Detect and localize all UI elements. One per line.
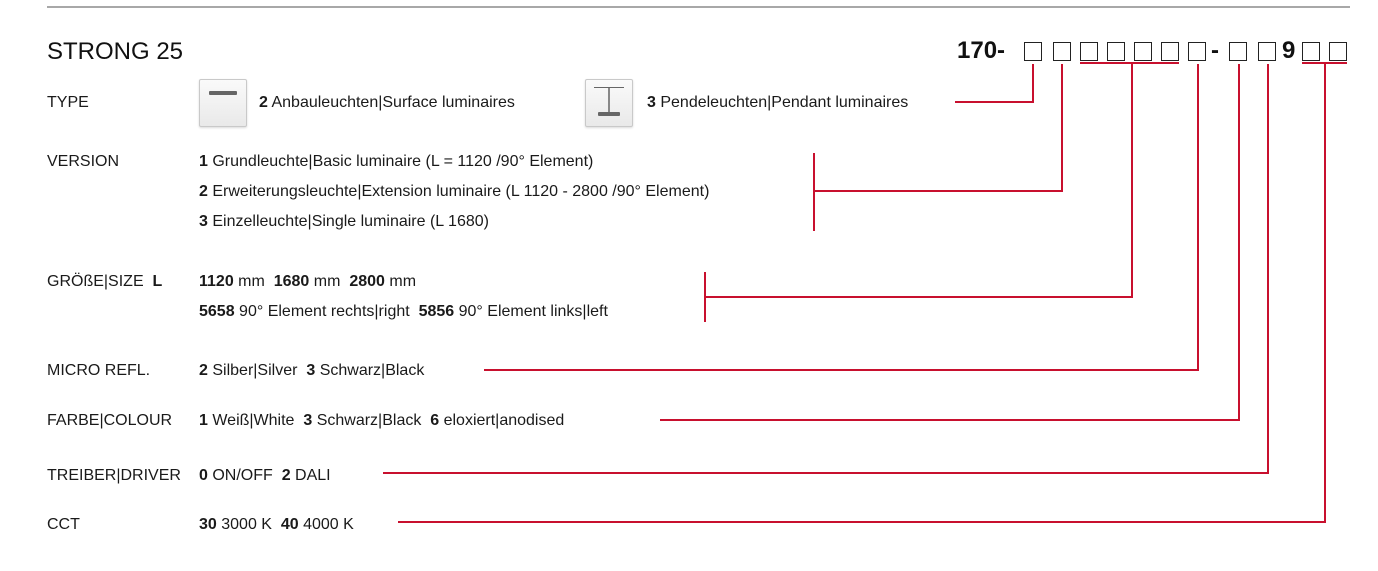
code-box-size-3 [1134,42,1152,61]
cct-connector-riser [1324,64,1326,523]
colour-connector-riser [1238,64,1240,421]
code-box-size-2 [1107,42,1125,61]
colour-options: 1 Weiß|White 3 Schwarz|Black 6 eloxiert|… [199,412,565,429]
type-label: TYPE [47,94,89,111]
pendant-luminaire-icon [585,79,633,127]
version-option-single: 3 Einzelleuchte|Single luminaire (L 1680… [199,213,489,230]
cct-label: CCT [47,516,80,533]
size-elements: 5658 90° Element rechts|right 5856 90° E… [199,303,608,320]
code-box-cct-2 [1329,42,1347,61]
driver-connector-riser [1267,64,1269,474]
size-underline [1080,62,1179,64]
size-lengths: 1120 mm 1680 mm 2800 mm [199,273,417,290]
product-title: STRONG 25 [47,38,184,65]
version-connector [813,190,1063,192]
type-option-pendant: 3 Pendeleuchten|Pendant luminaires [647,94,909,111]
size-label: GRÖßE|SIZE L [47,273,163,290]
micro-options: 2 Silber|Silver 3 Schwarz|Black [199,362,425,379]
cct-options: 30 3000 K 40 4000 K [199,516,354,533]
cct-connector [398,521,1326,523]
driver-label: TREIBER|DRIVER [47,467,181,484]
code-prefix: 170- [957,37,1006,64]
size-connector [704,296,1133,298]
top-rule [47,6,1350,8]
version-option-extension: 2 Erweiterungsleuchte|Extension luminair… [199,183,710,200]
micro-label: MICRO REFL. [47,362,151,379]
code-box-micro [1188,42,1206,61]
colour-label: FARBE|COLOUR [47,412,173,429]
micro-connector-riser [1197,64,1199,371]
surface-luminaire-icon [199,79,247,127]
driver-options: 0 ON/OFF 2 DALI [199,467,331,484]
code-box-size-1 [1080,42,1098,61]
code-box-type [1024,42,1042,61]
code-box-cct-1 [1302,42,1320,61]
version-connector-riser [1061,64,1063,192]
size-connector-riser [1131,64,1133,298]
code-box-version [1053,42,1071,61]
code-box-colour [1229,42,1247,61]
type-connector [955,101,1034,103]
micro-connector [484,369,1199,371]
version-option-basic: 1 Grundleuchte|Basic luminaire (L = 1120… [199,153,594,170]
version-bracket [813,153,815,231]
colour-connector [660,419,1240,421]
version-label: VERSION [47,153,120,170]
driver-connector [383,472,1269,474]
code-nine: 9 [1282,37,1296,64]
code-box-size-4 [1161,42,1179,61]
code-dash: - [1211,37,1219,64]
type-option-surface: 2 Anbauleuchten|Surface luminaires [259,94,515,111]
type-connector-riser [1032,64,1034,103]
cct-underline [1302,62,1347,64]
code-box-driver [1258,42,1276,61]
